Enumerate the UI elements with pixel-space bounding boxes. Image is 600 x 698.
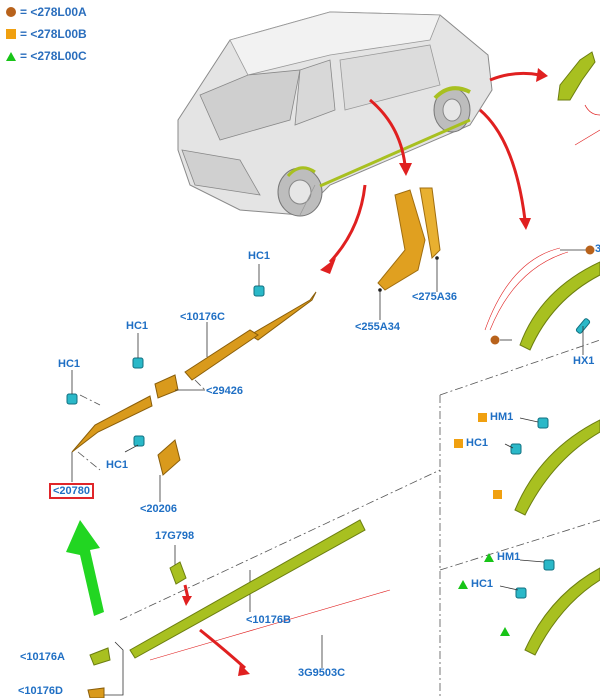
square-marker-icon	[478, 413, 487, 422]
label-part-20206[interactable]: <20206	[140, 503, 178, 515]
label-hc1-middle[interactable]: HC1	[126, 320, 149, 332]
leader-lines	[71, 249, 590, 696]
red-arrows	[183, 71, 541, 670]
door-trims	[71, 291, 317, 476]
triangle-marker-icon	[6, 51, 16, 61]
legend-label: = <278L00A	[20, 5, 87, 19]
square-marker-icon	[6, 29, 16, 39]
rocker-moulding	[87, 519, 391, 698]
legend-item-278L00C: = <278L00C	[6, 48, 87, 64]
label-part-10176A[interactable]: <10176A	[20, 651, 65, 663]
square-marker-icon	[454, 439, 463, 448]
triangle-marker-icon	[458, 580, 468, 589]
dashed-guides	[77, 339, 600, 698]
label-part-29426[interactable]: <29426	[206, 385, 244, 397]
arrowheads	[182, 68, 548, 676]
rear-corner-trim	[557, 51, 600, 146]
van-illustration	[177, 11, 493, 217]
pillar-trims	[377, 187, 441, 320]
label-hc1-top[interactable]: HC1	[248, 250, 271, 262]
label-part-10176B[interactable]: <10176B	[246, 614, 291, 626]
label-part-3G9503C[interactable]: 3G9503C	[298, 667, 346, 679]
part-markers	[490, 245, 595, 636]
label-hm1-upper[interactable]: HM1	[490, 411, 514, 423]
label-hc1-lower-right[interactable]: HC1	[471, 578, 494, 590]
wheel-arch-trims	[484, 247, 600, 656]
label-hx1[interactable]: HX1	[573, 355, 595, 367]
label-hm1-lower[interactable]: HM1	[497, 551, 521, 563]
triangle-marker-icon	[484, 553, 494, 562]
label-hc1-left[interactable]: HC1	[58, 358, 81, 370]
label-hc1-lower[interactable]: HC1	[106, 459, 129, 471]
circle-marker-icon	[6, 7, 16, 17]
label-part-20780-highlighted[interactable]: <20780	[49, 483, 95, 499]
legend-item-278L00A: = <278L00A	[6, 4, 87, 20]
legend-item-278L00B: = <278L00B	[6, 26, 87, 42]
label-part-275A36[interactable]: <275A36	[412, 291, 457, 303]
label-part-10176C[interactable]: <10176C	[180, 311, 225, 323]
label-part-10176D[interactable]: <10176D	[18, 685, 63, 697]
label-hc1-upper-right[interactable]: HC1	[466, 437, 489, 449]
highlight-arrow	[66, 520, 104, 616]
legend-label: = <278L00C	[20, 49, 87, 63]
legend-label: = <278L00B	[20, 27, 87, 41]
label-part-17G798[interactable]: 17G798	[155, 530, 195, 542]
label-part-255A34[interactable]: <255A34	[355, 321, 400, 333]
label-part-3-truncated[interactable]: 3	[595, 243, 600, 255]
